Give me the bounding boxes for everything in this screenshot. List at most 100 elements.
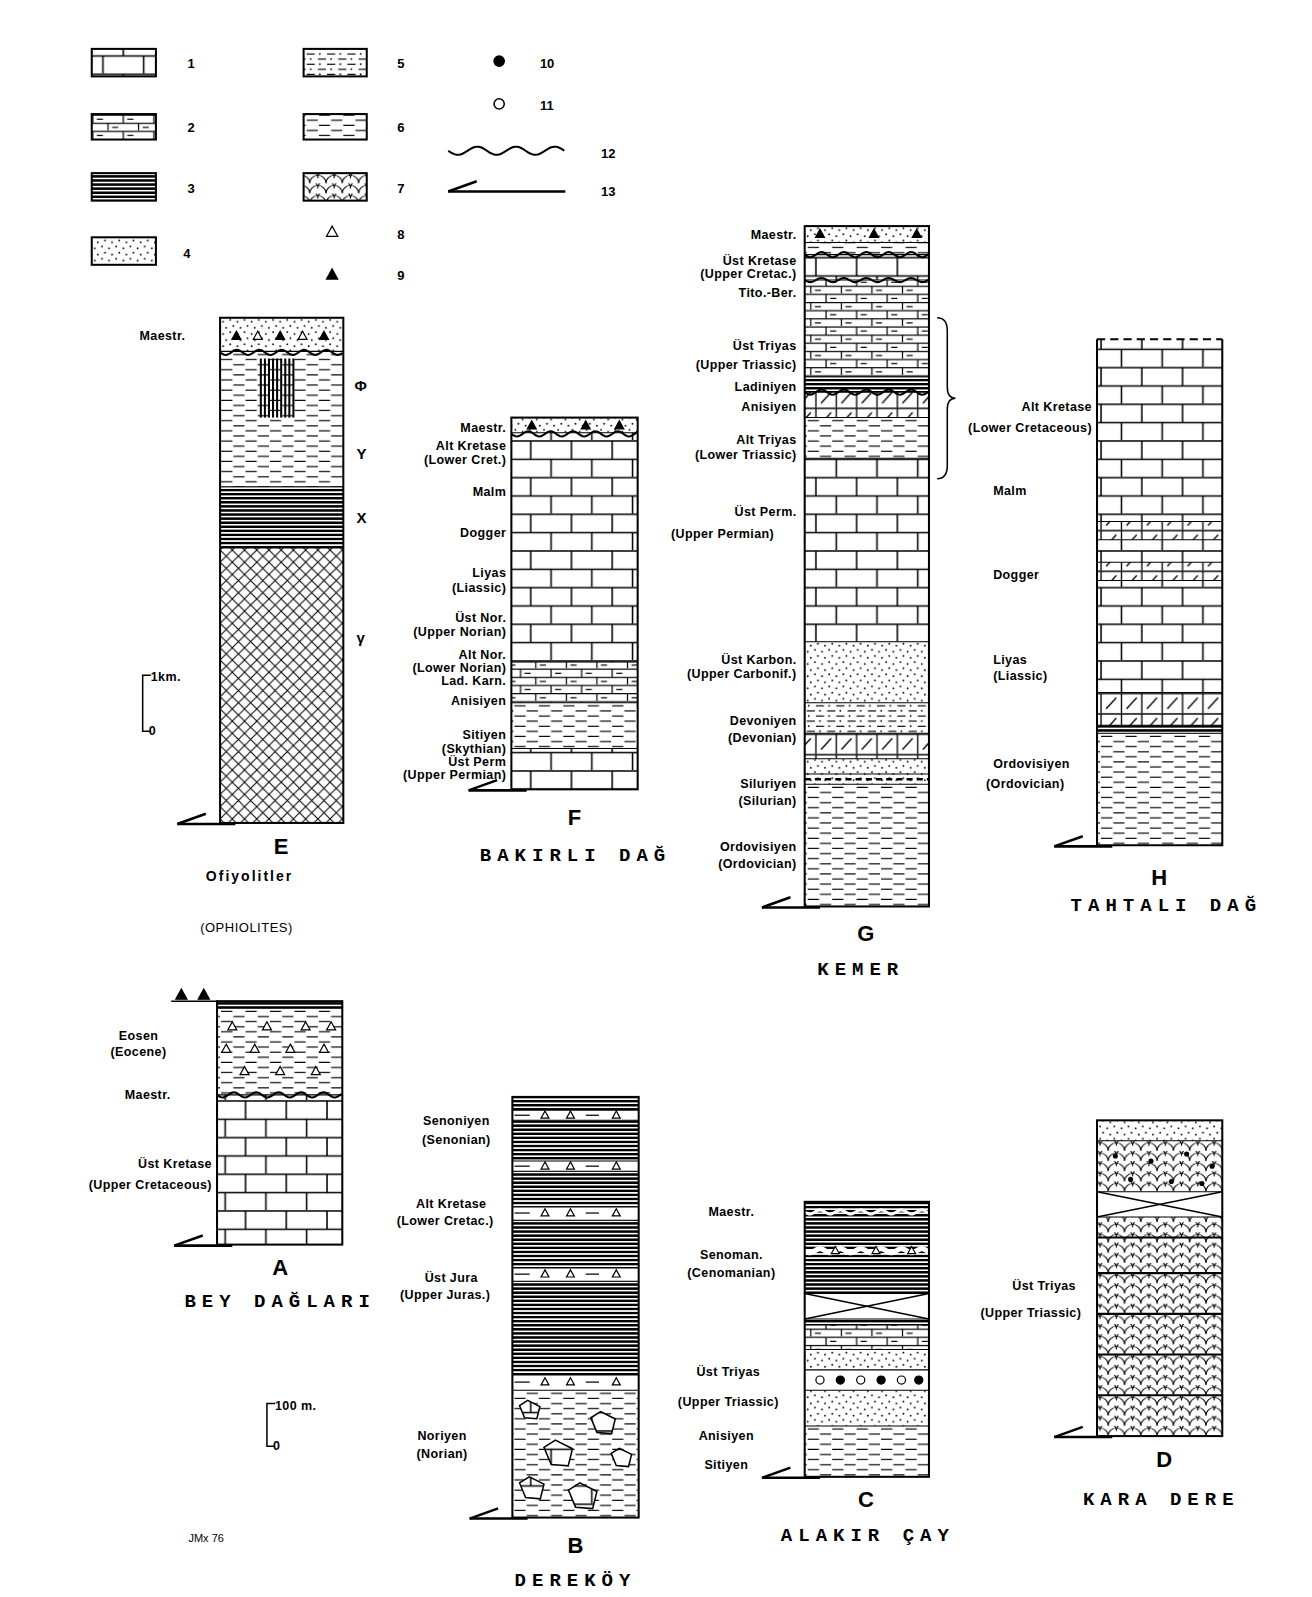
legend-number: 3 (187, 182, 194, 195)
layer-ground (805, 418, 929, 459)
rock-layer (805, 226, 929, 242)
rock-layer (805, 703, 929, 734)
line-mark (586, 1381, 599, 1382)
rock-layer (512, 1120, 638, 1161)
stage-label: Alt Triyas (736, 434, 796, 447)
legend-sample (92, 49, 156, 76)
line-mark (470, 1508, 499, 1518)
column-name: KARA DERE (1083, 1491, 1240, 1510)
column-outline (805, 1202, 929, 1477)
legend-number: 7 (397, 182, 404, 195)
stage-label: (Lower Cretac.) (397, 1215, 494, 1228)
olistolith (611, 1448, 631, 1466)
stage-label: Anisiyen (699, 1430, 754, 1443)
pebble-mark (836, 1376, 844, 1384)
layer-boundary (1097, 562, 1222, 563)
rock-layer (512, 1161, 638, 1171)
stage-label: Devoniyen (730, 715, 797, 728)
column-outline (512, 1097, 638, 1518)
column-strata (1097, 1120, 1222, 1436)
stage-label: Liyas (472, 567, 506, 580)
line-mark (1097, 1313, 1222, 1315)
column-strata (511, 418, 637, 790)
stratigraphic-column: EOfiyolitler(OPHIOLITES) (220, 318, 343, 823)
stratigraphic-column: DKARA DERE (1097, 1120, 1222, 1436)
rock-layer (1097, 562, 1222, 580)
rock-layer (1097, 540, 1222, 562)
legend-sample (304, 49, 367, 76)
filled-triangle (615, 421, 624, 429)
filled-triangle (815, 229, 824, 237)
rock-layer (805, 418, 929, 459)
stage-label: 100 m. (275, 1399, 316, 1412)
layer-ground (805, 458, 929, 641)
filled-triangle (581, 421, 590, 429)
stage-label: Ladiniyen (735, 381, 797, 394)
pebble-mark (915, 1376, 923, 1384)
rock-layer (511, 433, 637, 662)
layer-boundary (805, 1425, 929, 1426)
olistolith (568, 1483, 597, 1509)
layer-boundary (512, 1161, 638, 1162)
stage-label: Malm (473, 486, 507, 499)
open-triangle (612, 1162, 620, 1169)
column-letter: A (272, 1257, 288, 1279)
column-strata (217, 1001, 342, 1244)
layer-ground (1097, 733, 1222, 845)
line-mark (805, 778, 929, 781)
layer-boundary (805, 458, 929, 459)
stage-label: 0 (273, 1440, 280, 1453)
stage-label: (Upper Permian) (671, 527, 774, 540)
stage-label: Maestr. (708, 1206, 754, 1219)
line-mark (448, 190, 565, 193)
layer-ground (512, 1281, 638, 1375)
layer-boundary (805, 1369, 929, 1370)
open-triangle (908, 1246, 916, 1253)
rock-layer (1097, 1192, 1222, 1217)
filled-triangle (912, 229, 921, 237)
layer-ground (805, 392, 929, 417)
rock-layer (805, 280, 929, 377)
open-triangle (872, 1246, 880, 1253)
layer-ground (805, 1426, 929, 1477)
stage-label: Alt Kretase (1022, 401, 1092, 414)
layer-boundary (1097, 692, 1222, 693)
layer-boundary (805, 392, 929, 393)
stage-label: Üst Triyas (733, 340, 797, 353)
layer-boundary (512, 1110, 638, 1111)
stage-label: (Ordovician) (986, 778, 1064, 791)
layer-boundary (805, 376, 929, 377)
rock-layer (805, 1390, 929, 1426)
layer-ground (805, 1350, 929, 1370)
stage-label: (Upper Triassic) (696, 358, 797, 371)
layer-ground (220, 318, 343, 352)
stage-label: Üst Perm (448, 756, 506, 769)
layer-boundary (512, 1220, 638, 1221)
olistolith (520, 1400, 540, 1418)
layer-ground (805, 703, 929, 734)
rock-layer (1097, 1217, 1222, 1436)
dot-mark (1113, 1153, 1118, 1158)
open-triangle (262, 1022, 271, 1030)
line-mark (177, 823, 235, 826)
open-triangle (567, 1209, 575, 1216)
stratigraphic-column: BDEREKÖY (512, 1097, 638, 1518)
layer-boundary (805, 417, 929, 418)
layer-boundary (1097, 1191, 1222, 1192)
line-mark (469, 789, 527, 792)
stratigraphic-column: HTAHTALI DAĞ (1097, 339, 1222, 845)
layer-ground (1097, 540, 1222, 562)
legend-sample (92, 173, 156, 200)
stage-label: Maestr. (751, 229, 797, 242)
stage-label: (Upper Triassic) (678, 1396, 779, 1409)
open-triangle (567, 1378, 575, 1385)
stratigraphic-column: FBAKIRLI DAĞ (511, 418, 637, 790)
column-name: BAKIRLI DAĞ (480, 846, 671, 865)
legend-sample (304, 173, 367, 200)
rock-layer (805, 1426, 929, 1477)
bracket (937, 318, 955, 479)
line-mark (1054, 1436, 1112, 1439)
layer-boundary (805, 774, 929, 775)
dot-mark (1184, 1151, 1189, 1156)
layer-boundary (1097, 580, 1222, 581)
